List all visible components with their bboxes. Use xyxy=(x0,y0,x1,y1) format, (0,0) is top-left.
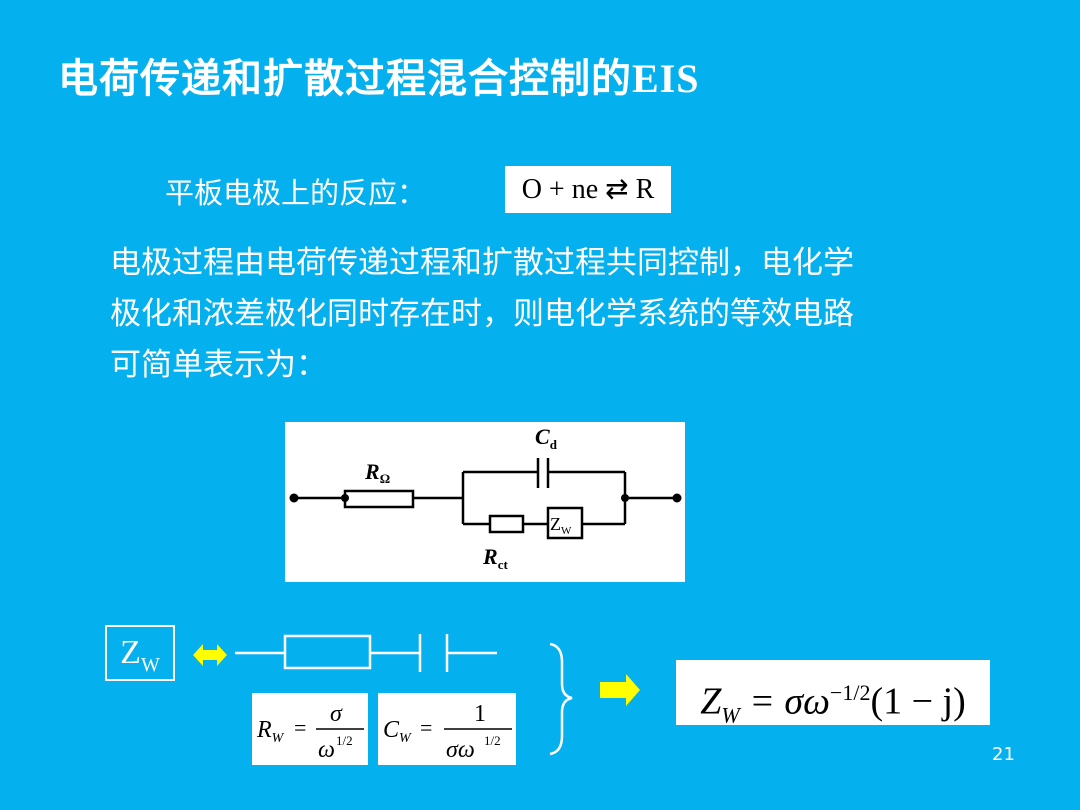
svg-text:ω: ω xyxy=(318,737,335,763)
rw-formula-svg: RW = σ ω 1/2 xyxy=(256,701,364,763)
right-arrow-icon xyxy=(600,674,640,706)
title-suffix: EIS xyxy=(632,56,700,101)
cd-label: Cd xyxy=(535,424,558,452)
svg-text:CW: CW xyxy=(383,717,412,746)
node-dot xyxy=(621,494,629,502)
rw-resistor xyxy=(283,634,372,670)
svg-text:1/2: 1/2 xyxy=(336,733,353,748)
zeq-tail: (1 − j) xyxy=(870,680,966,723)
zeq-lhs: Z xyxy=(700,680,722,723)
reaction-label: 平板电极上的反应： xyxy=(165,176,427,210)
circuit-svg: RΩ Cd ZW Rct xyxy=(289,424,682,572)
title-text: 电荷传递和扩散过程混合控制的 xyxy=(58,56,632,102)
svg-text:1: 1 xyxy=(474,701,486,727)
description-paragraph: 电极过程由电荷传递过程和扩散过程共同控制，电化学 极化和浓差极化同时存在时，则电… xyxy=(110,238,990,391)
cw-formula-svg: CW = 1 σω 1/2 xyxy=(383,701,512,763)
rw-formula: RW = σ ω 1/2 xyxy=(252,693,368,765)
svg-text:σω: σω xyxy=(446,737,475,763)
paragraph-line: 电极过程由电荷传递过程和扩散过程共同控制，电化学 xyxy=(110,245,854,281)
zeq-exp: −1/2 xyxy=(829,680,871,705)
cw-formula: CW = 1 σω 1/2 xyxy=(378,693,516,765)
double-arrow-icon xyxy=(193,644,227,666)
svg-text:1/2: 1/2 xyxy=(484,733,501,748)
warburg-symbol: ZW xyxy=(105,625,175,681)
r-omega-resistor xyxy=(343,489,415,509)
zeq-lhs-sub: W xyxy=(721,702,740,728)
page-number: 21 xyxy=(992,744,1015,765)
warburg-series-rc xyxy=(193,634,497,672)
terminal-dot xyxy=(289,493,299,503)
warburg-impedance-formula: ZW = σω−1/2(1 − j) xyxy=(676,660,990,728)
zw-symbol-sub: W xyxy=(140,653,160,676)
svg-text:RW: RW xyxy=(256,717,285,746)
equivalent-circuit-diagram: RΩ Cd ZW Rct xyxy=(285,422,685,582)
node-dot xyxy=(341,494,349,502)
r-omega-label: RΩ xyxy=(364,459,390,486)
reaction-equation: O + ne ⇄ R xyxy=(505,166,671,213)
rct-resistor xyxy=(488,514,525,534)
svg-text:=: = xyxy=(294,715,306,740)
zw-label: ZW xyxy=(550,514,572,537)
svg-text:σ: σ xyxy=(330,701,343,727)
brace-and-arrow xyxy=(549,642,640,756)
slide-title: 电荷传递和扩散过程混合控制的EIS xyxy=(58,46,700,104)
svg-text:=: = xyxy=(420,715,432,740)
rct-label: Rct xyxy=(482,544,508,572)
paragraph-line: 极化和浓差极化同时存在时，则电化学系统的等效电路 xyxy=(110,296,854,332)
right-brace-icon xyxy=(549,642,573,756)
paragraph-line: 可简单表示为： xyxy=(110,347,327,383)
zeq-rhs: = σω xyxy=(749,680,830,723)
zw-symbol-text: Z xyxy=(120,634,141,671)
terminal-dot xyxy=(672,493,682,503)
